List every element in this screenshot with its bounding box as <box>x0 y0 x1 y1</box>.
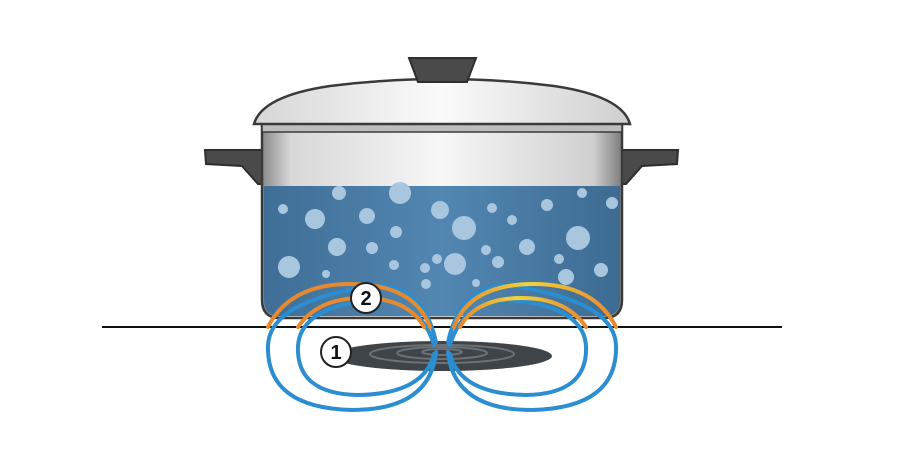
bubble <box>594 263 608 277</box>
bubble <box>328 238 346 256</box>
bubble <box>278 204 288 214</box>
pot-handle-left <box>203 149 263 185</box>
bubble <box>606 197 618 209</box>
bubble <box>278 256 300 278</box>
bubble <box>444 253 466 275</box>
bubble <box>366 242 378 254</box>
bubble <box>305 209 325 229</box>
bubble <box>431 201 449 219</box>
lid-knob <box>407 57 478 83</box>
bubble <box>507 215 517 225</box>
bubble <box>554 254 564 264</box>
bubble <box>566 226 590 250</box>
induction-coil <box>332 341 552 371</box>
bubble <box>487 203 497 213</box>
bubble <box>322 270 330 278</box>
callout-1-label: 1 <box>330 342 341 364</box>
pot-lid <box>252 77 632 126</box>
pot-handle-right <box>621 149 680 185</box>
bubble <box>421 279 431 289</box>
bubble <box>577 188 587 198</box>
bubble <box>558 269 574 285</box>
bubble <box>519 239 535 255</box>
bubble <box>481 245 491 255</box>
field-line-left-outer <box>265 283 438 413</box>
induced-current-arc-left-outer <box>266 281 432 329</box>
induced-current-arc-right-outer <box>452 281 618 329</box>
bubble <box>359 208 375 224</box>
induced-current-arc-right-inner <box>458 295 588 329</box>
bubble <box>432 254 442 264</box>
bubble <box>389 260 399 270</box>
bubble <box>452 216 476 240</box>
callout-1: 1 <box>320 336 352 368</box>
callout-2: 2 <box>350 282 382 314</box>
bubble <box>541 199 553 211</box>
bubbles <box>278 182 618 289</box>
bubble <box>332 186 346 200</box>
bubble <box>420 263 430 273</box>
bubble <box>492 256 504 268</box>
field-line-right-outer <box>446 283 619 413</box>
bubble <box>472 279 480 287</box>
bubble <box>389 182 411 204</box>
bubble <box>390 226 402 238</box>
callout-2-label: 2 <box>360 288 371 310</box>
